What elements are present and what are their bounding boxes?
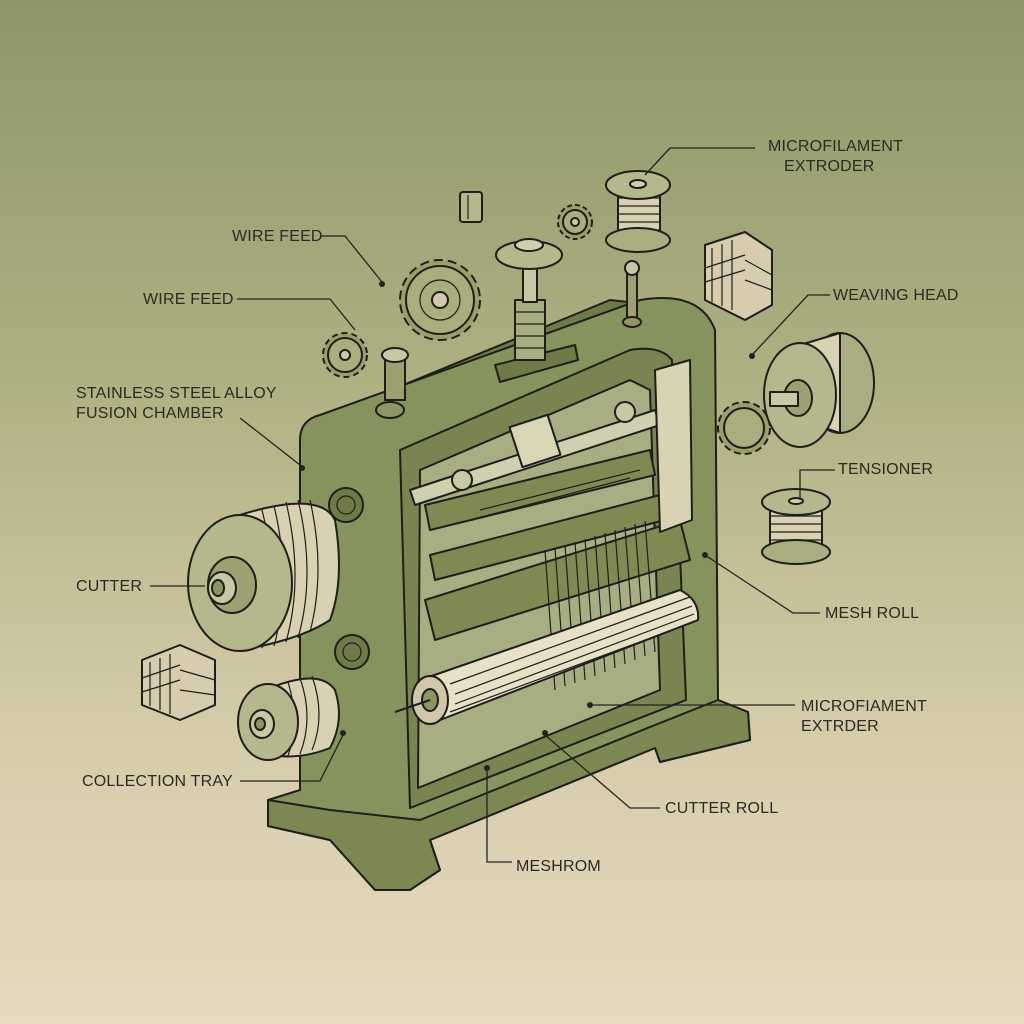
label-cutter-roll: CUTTER ROLL bbox=[665, 800, 779, 817]
bolt-icon bbox=[375, 191, 642, 419]
gear-icon bbox=[322, 204, 771, 455]
label-wire-feed-1: WIRE FEED bbox=[232, 228, 323, 245]
label-microfiament-extrder: MICROFIAMENT EXTRDER bbox=[801, 697, 927, 737]
top-column bbox=[494, 238, 579, 383]
label-microfiament-extrder-line1: MICROFIAMENT bbox=[801, 698, 927, 715]
label-fusion-chamber-line2: FUSION CHAMBER bbox=[76, 405, 224, 422]
spool-icon bbox=[187, 170, 875, 761]
label-microfilament-extruder: MICROFILAMENT EXTRODER bbox=[768, 137, 903, 177]
label-wire-feed-2: WIRE FEED bbox=[143, 291, 234, 308]
label-fusion-chamber: STAINLESS STEEL ALLOY FUSION CHAMBER bbox=[76, 384, 277, 424]
label-cutter: CUTTER bbox=[76, 578, 143, 595]
label-meshrom: MESHROM bbox=[516, 858, 601, 875]
label-microfiament-extrder-line2: EXTRDER bbox=[801, 718, 879, 735]
label-mesh-roll: MESH ROLL bbox=[825, 605, 920, 622]
mesh-cube-icon bbox=[141, 231, 773, 721]
weaving-mechanism bbox=[394, 359, 700, 725]
leader-lines bbox=[150, 147, 835, 863]
label-microfilament-extruder-line1: MICROFILAMENT bbox=[768, 138, 904, 155]
label-fusion-chamber-line1: STAINLESS STEEL ALLOY bbox=[76, 385, 277, 402]
label-collection-tray: COLLECTION TRAY bbox=[82, 773, 233, 790]
label-weaving-head: WEAVING HEAD bbox=[833, 287, 959, 304]
label-microfilament-extruder-line2: EXTRODER bbox=[784, 158, 875, 175]
label-tensioner: TENSIONER bbox=[838, 461, 934, 478]
